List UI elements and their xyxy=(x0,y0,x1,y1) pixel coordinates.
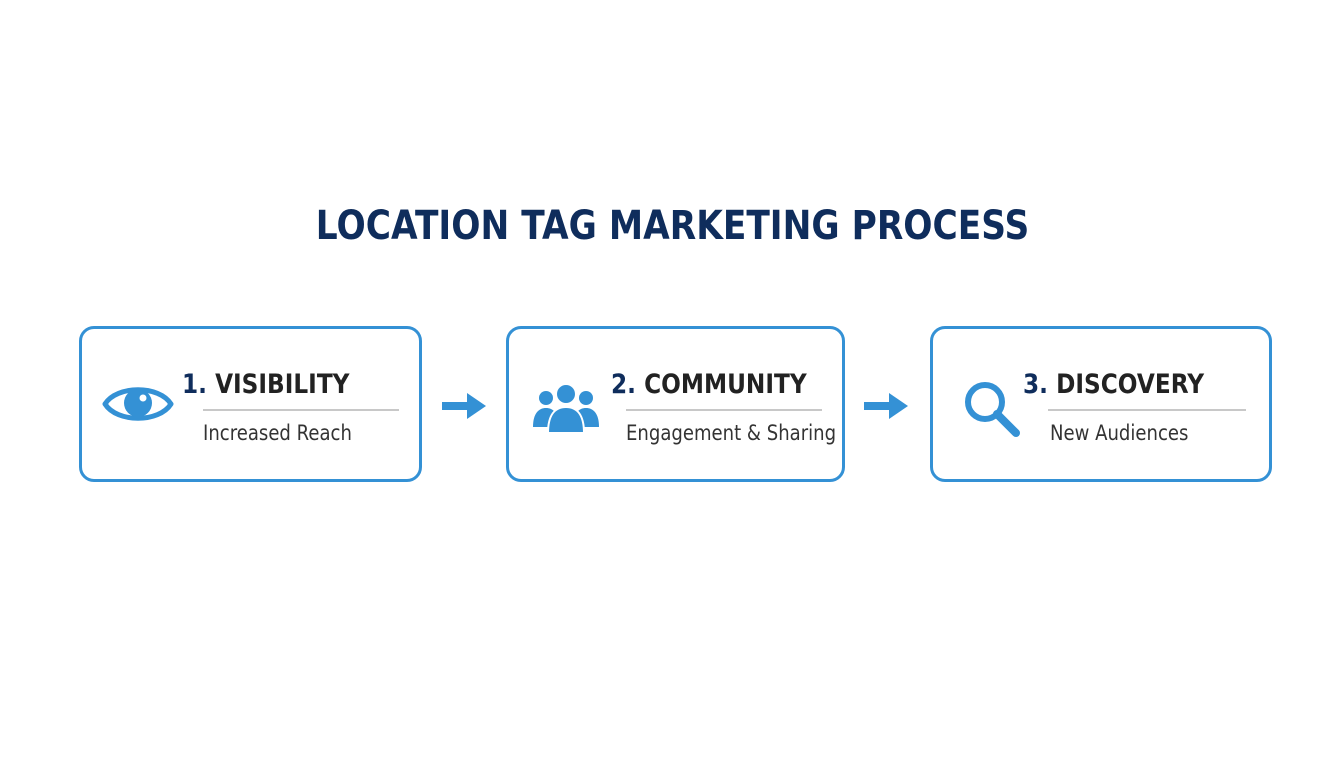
magnifier-icon xyxy=(965,382,1020,437)
step-subtitle: Increased Reach xyxy=(203,421,352,445)
step-subtitle: New Audiences xyxy=(1050,421,1189,445)
step-label: COMMUNITY xyxy=(644,369,807,400)
step-heading: 3. DISCOVERY xyxy=(1023,365,1204,405)
step-heading: 1. VISIBILITY xyxy=(182,365,349,405)
step-label: DISCOVERY xyxy=(1056,369,1205,400)
step-number: 1. xyxy=(182,369,207,400)
diagram-title: LOCATION TAG MARKETING PROCESS xyxy=(315,203,1030,249)
step-subtitle: Engagement & Sharing xyxy=(626,421,837,445)
step-card-discovery: 3. DISCOVERY New Audiences xyxy=(930,326,1272,482)
divider xyxy=(203,409,399,411)
arrow-right-icon xyxy=(864,393,908,419)
divider xyxy=(626,409,822,411)
step-card-visibility: 1. VISIBILITY Increased Reach xyxy=(79,326,422,482)
eye-icon xyxy=(102,387,174,421)
people-group-icon xyxy=(533,383,599,433)
step-card-community: 2. COMMUNITY Engagement & Sharing xyxy=(506,326,845,482)
divider xyxy=(1048,409,1246,411)
step-heading: 2. COMMUNITY xyxy=(611,365,807,405)
step-number: 3. xyxy=(1023,369,1048,400)
step-number: 2. xyxy=(611,369,636,400)
arrow-right-icon xyxy=(442,393,486,419)
step-label: VISIBILITY xyxy=(215,369,350,400)
